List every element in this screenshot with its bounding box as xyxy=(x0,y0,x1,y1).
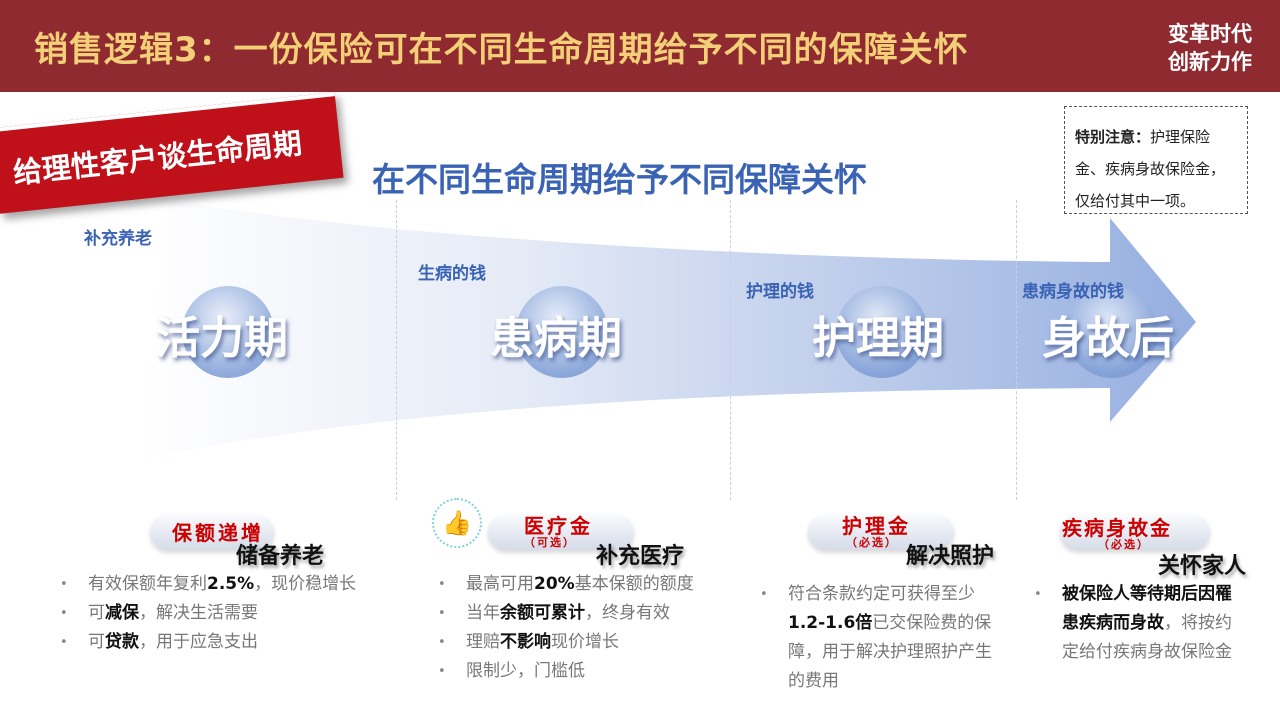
bullet-bold: 减保 xyxy=(105,603,139,623)
divider xyxy=(730,200,731,500)
brand-line-2: 创新力作 xyxy=(1168,50,1252,74)
benefit-bullet: 理赔不影响现价增长 xyxy=(436,628,694,657)
special-note: 特别注意：护理保险金、疾病身故保险金，仅给付其中一项。 xyxy=(1064,106,1248,214)
ribbon-text: 给理性客户谈生命周期 xyxy=(11,125,304,191)
benefit-bullet: 限制少，门槛低 xyxy=(436,657,694,686)
bullet-pre: 限制少，门槛低 xyxy=(466,661,585,681)
benefit-title: 护理金 xyxy=(842,514,911,538)
bullet-post: ，现价稳增长 xyxy=(254,574,357,594)
bullet-pre: 最高可用 xyxy=(466,574,534,594)
bullet-bold: 不影响 xyxy=(500,632,551,652)
benefit-title: 疾病身故金 xyxy=(1062,516,1172,540)
benefit-bullet: 可减保，解决生活需要 xyxy=(58,599,356,628)
benefit-pill xyxy=(150,514,274,550)
benefit-bullet: 有效保额年复利2.5%，现价稳增长 xyxy=(58,570,356,599)
stage-orb xyxy=(836,286,928,378)
stage-tag: 补充养老 xyxy=(84,229,152,249)
benefit-sub: （必选） xyxy=(846,536,898,549)
bullet-pre: 可 xyxy=(88,603,105,623)
stage-tag: 护理的钱 xyxy=(746,282,814,302)
benefit-bullet: 可贷款，用于应急支出 xyxy=(58,628,356,657)
bullet-bold: 20% xyxy=(534,574,575,594)
benefit-list: 有效保额年复利2.5%，现价稳增长可减保，解决生活需要可贷款，用于应急支出 xyxy=(58,570,356,657)
benefit-pill xyxy=(1060,514,1210,550)
bullet-post: ，解决生活需要 xyxy=(139,603,258,623)
brand-line-1: 变革时代 xyxy=(1168,22,1252,46)
bullet-pre: 可 xyxy=(88,632,105,652)
benefit-title: 医疗金 xyxy=(524,514,593,538)
benefit-headline: 补充医疗 xyxy=(596,544,685,569)
stage-phase: 身故后 xyxy=(1042,313,1174,364)
benefit-list: 最高可用20%基本保额的额度当年余额可累计，终身有效理赔不影响现价增长限制少，门… xyxy=(436,570,694,686)
bullet-pre: 理赔 xyxy=(466,632,500,652)
bullet-pre: 有效保额年复利 xyxy=(88,574,207,594)
benefit-sub: （必选） xyxy=(1098,538,1150,551)
stage-tag: 生病的钱 xyxy=(418,264,486,284)
bullet-bold: 被保险人等待期后因罹患疾病而身故 xyxy=(1062,584,1232,633)
benefit-pill xyxy=(488,514,634,550)
bullet-bold: 2.5% xyxy=(207,574,255,594)
stage-tag: 患病身故的钱 xyxy=(1022,282,1124,302)
title-bar: 销售逻辑3：一份保险可在不同生命周期给予不同的保障关怀 变革时代创新力作 xyxy=(0,0,1280,92)
bullet-post: ，终身有效 xyxy=(585,603,670,623)
page-title: 销售逻辑3：一份保险可在不同生命周期给予不同的保障关怀 xyxy=(34,30,969,70)
bullet-post: 基本保额的额度 xyxy=(574,574,694,594)
benefit-headline: 关怀家人 xyxy=(1158,554,1247,579)
benefit-list: 被保险人等待期后因罹患疾病而身故，将按约定给付疾病身故保险金 xyxy=(1032,580,1242,667)
benefit-pill xyxy=(808,514,954,550)
stage-phase: 患病期 xyxy=(490,313,622,364)
benefit-headline: 解决照护 xyxy=(906,544,995,569)
stage-orb xyxy=(1066,286,1158,378)
stage-phase: 护理期 xyxy=(812,313,944,364)
benefit-sub: （可选） xyxy=(524,536,576,549)
thumbs-up-icon: 👍 xyxy=(432,498,482,548)
bullet-post: 已交保险费的保障，用于解决护理照护产生的费用 xyxy=(788,613,992,691)
bullet-pre: 当年 xyxy=(466,603,500,623)
benefit-bullet: 最高可用20%基本保额的额度 xyxy=(436,570,694,599)
brand-slogan: 变革时代创新力作 xyxy=(1168,20,1252,76)
divider xyxy=(1016,200,1017,500)
bullet-post: ，将按约定给付疾病身故保险金 xyxy=(1062,613,1232,662)
note-text: 护理保险金、疾病身故保险金，仅给付其中一项。 xyxy=(1075,128,1226,210)
stage-orb xyxy=(516,286,608,378)
benefit-title: 保额递增 xyxy=(172,521,264,545)
bullet-bold: 贷款 xyxy=(105,632,139,652)
stage-phase: 活力期 xyxy=(156,313,288,364)
benefit-list: 符合条款约定可获得至少 1.2-1.6倍已交保险费的保障，用于解决护理照护产生的费… xyxy=(758,580,994,696)
benefit-bullet: 当年余额可累计，终身有效 xyxy=(436,599,694,628)
stage-orb xyxy=(182,286,274,378)
benefit-bullet: 符合条款约定可获得至少 1.2-1.6倍已交保险费的保障，用于解决护理照护产生的费… xyxy=(758,580,994,696)
bullet-bold: 余额可累计 xyxy=(500,603,585,623)
bullet-bold: 1.2-1.6倍 xyxy=(788,613,873,633)
bullet-post: ，用于应急支出 xyxy=(139,632,258,652)
bullet-pre: 符合条款约定可获得至少 xyxy=(788,584,975,604)
bullet-post: 现价增长 xyxy=(551,632,619,652)
benefit-headline: 储备养老 xyxy=(236,544,325,569)
divider xyxy=(396,200,397,500)
benefit-bullet: 被保险人等待期后因罹患疾病而身故，将按约定给付疾病身故保险金 xyxy=(1032,580,1242,667)
note-label: 特别注意： xyxy=(1075,128,1151,146)
section-subtitle: 在不同生命周期给予不同保障关怀 xyxy=(372,160,867,199)
